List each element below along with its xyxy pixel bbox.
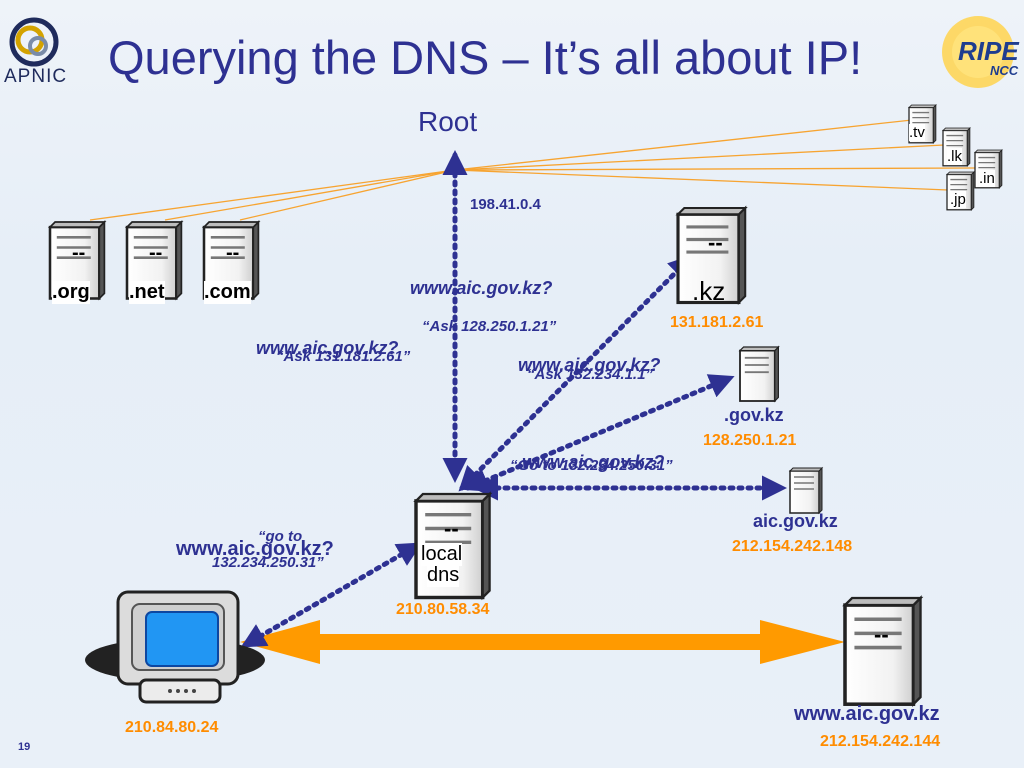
client-ip: 210.84.80.24 [125, 719, 219, 736]
kz-ip: 131.181.2.61 [670, 314, 764, 331]
query-to-govkz: www.aic.gov.kz? [518, 355, 661, 375]
govkz-ip: 128.250.1.21 [703, 432, 797, 449]
aicgovkz-ip: 212.154.242.148 [732, 538, 853, 555]
query-to-aic: www.aic.gov.kz? [522, 452, 665, 472]
web-server-dash: -- [874, 622, 889, 647]
tld-net-label: .net [129, 281, 165, 304]
kz-dash: -- [708, 230, 723, 255]
root-links [89, 119, 976, 221]
ripe-logo-text: RIPE [958, 36, 1019, 66]
client-computer [85, 590, 265, 704]
answer-aic: “Go to 132.234.250.31” [510, 457, 673, 474]
tld-com-dash: -- [226, 242, 240, 264]
query-client: www.aic.gov.kz? [176, 538, 334, 560]
ripe-ncc-text: NCC [990, 63, 1019, 78]
tld-in-label: .in [979, 170, 995, 187]
query-to-kz: www.aic.gov.kz? [410, 278, 553, 298]
server-govkz [739, 346, 780, 402]
root-label: Root [418, 106, 478, 137]
ripe-logo-icon [942, 16, 1014, 88]
query-arrow-govkz [463, 374, 735, 492]
answer-local-2: 132.234.250.31” [212, 554, 324, 571]
tld-org-label: .org [52, 281, 90, 304]
local-dns-ip: 210.80.58.34 [396, 601, 490, 618]
server-aicgovkz [789, 467, 823, 514]
govkz-label: .gov.kz [724, 405, 784, 425]
tld-tv-label: .tv [909, 124, 925, 141]
local-dns-label-1: local [421, 543, 463, 566]
tld-jp-label: .jp [950, 191, 966, 208]
apnic-logo-icon [9, 17, 59, 67]
query-arrow-client [240, 542, 423, 648]
web-server-ip: 212.154.242.144 [820, 733, 941, 750]
tld-com-label: .com [204, 281, 251, 304]
local-dns-label-2: dns [427, 564, 460, 587]
answer-kz: “Ask 128.250.1.21” [422, 318, 557, 335]
http-connection-arrow [240, 620, 845, 664]
web-server-label: www.aic.gov.kz [794, 703, 940, 725]
tld-net-dash: -- [149, 242, 163, 264]
page-title: Querying the DNS – It’s all about IP! [108, 31, 863, 84]
aicgovkz-label: aic.gov.kz [753, 511, 838, 531]
answer-local-1: “go to [258, 528, 303, 545]
root-ip: 198.41.0.4 [470, 196, 541, 213]
answer-govkz: “Ask 132.234.1.1” [527, 366, 653, 383]
tld-lk-label: .lk [947, 148, 962, 165]
kz-label: .kz [692, 276, 726, 306]
server-web [843, 596, 923, 706]
tld-org-dash: -- [72, 242, 86, 264]
query-to-root: www.aic.gov.kz? [256, 338, 399, 358]
local-dns-dash: -- [444, 516, 459, 541]
apnic-logo-text: APNIC [4, 66, 68, 87]
answer-root: “Ask 131.181.2.61” [276, 348, 411, 365]
page-number: 19 [18, 741, 31, 753]
